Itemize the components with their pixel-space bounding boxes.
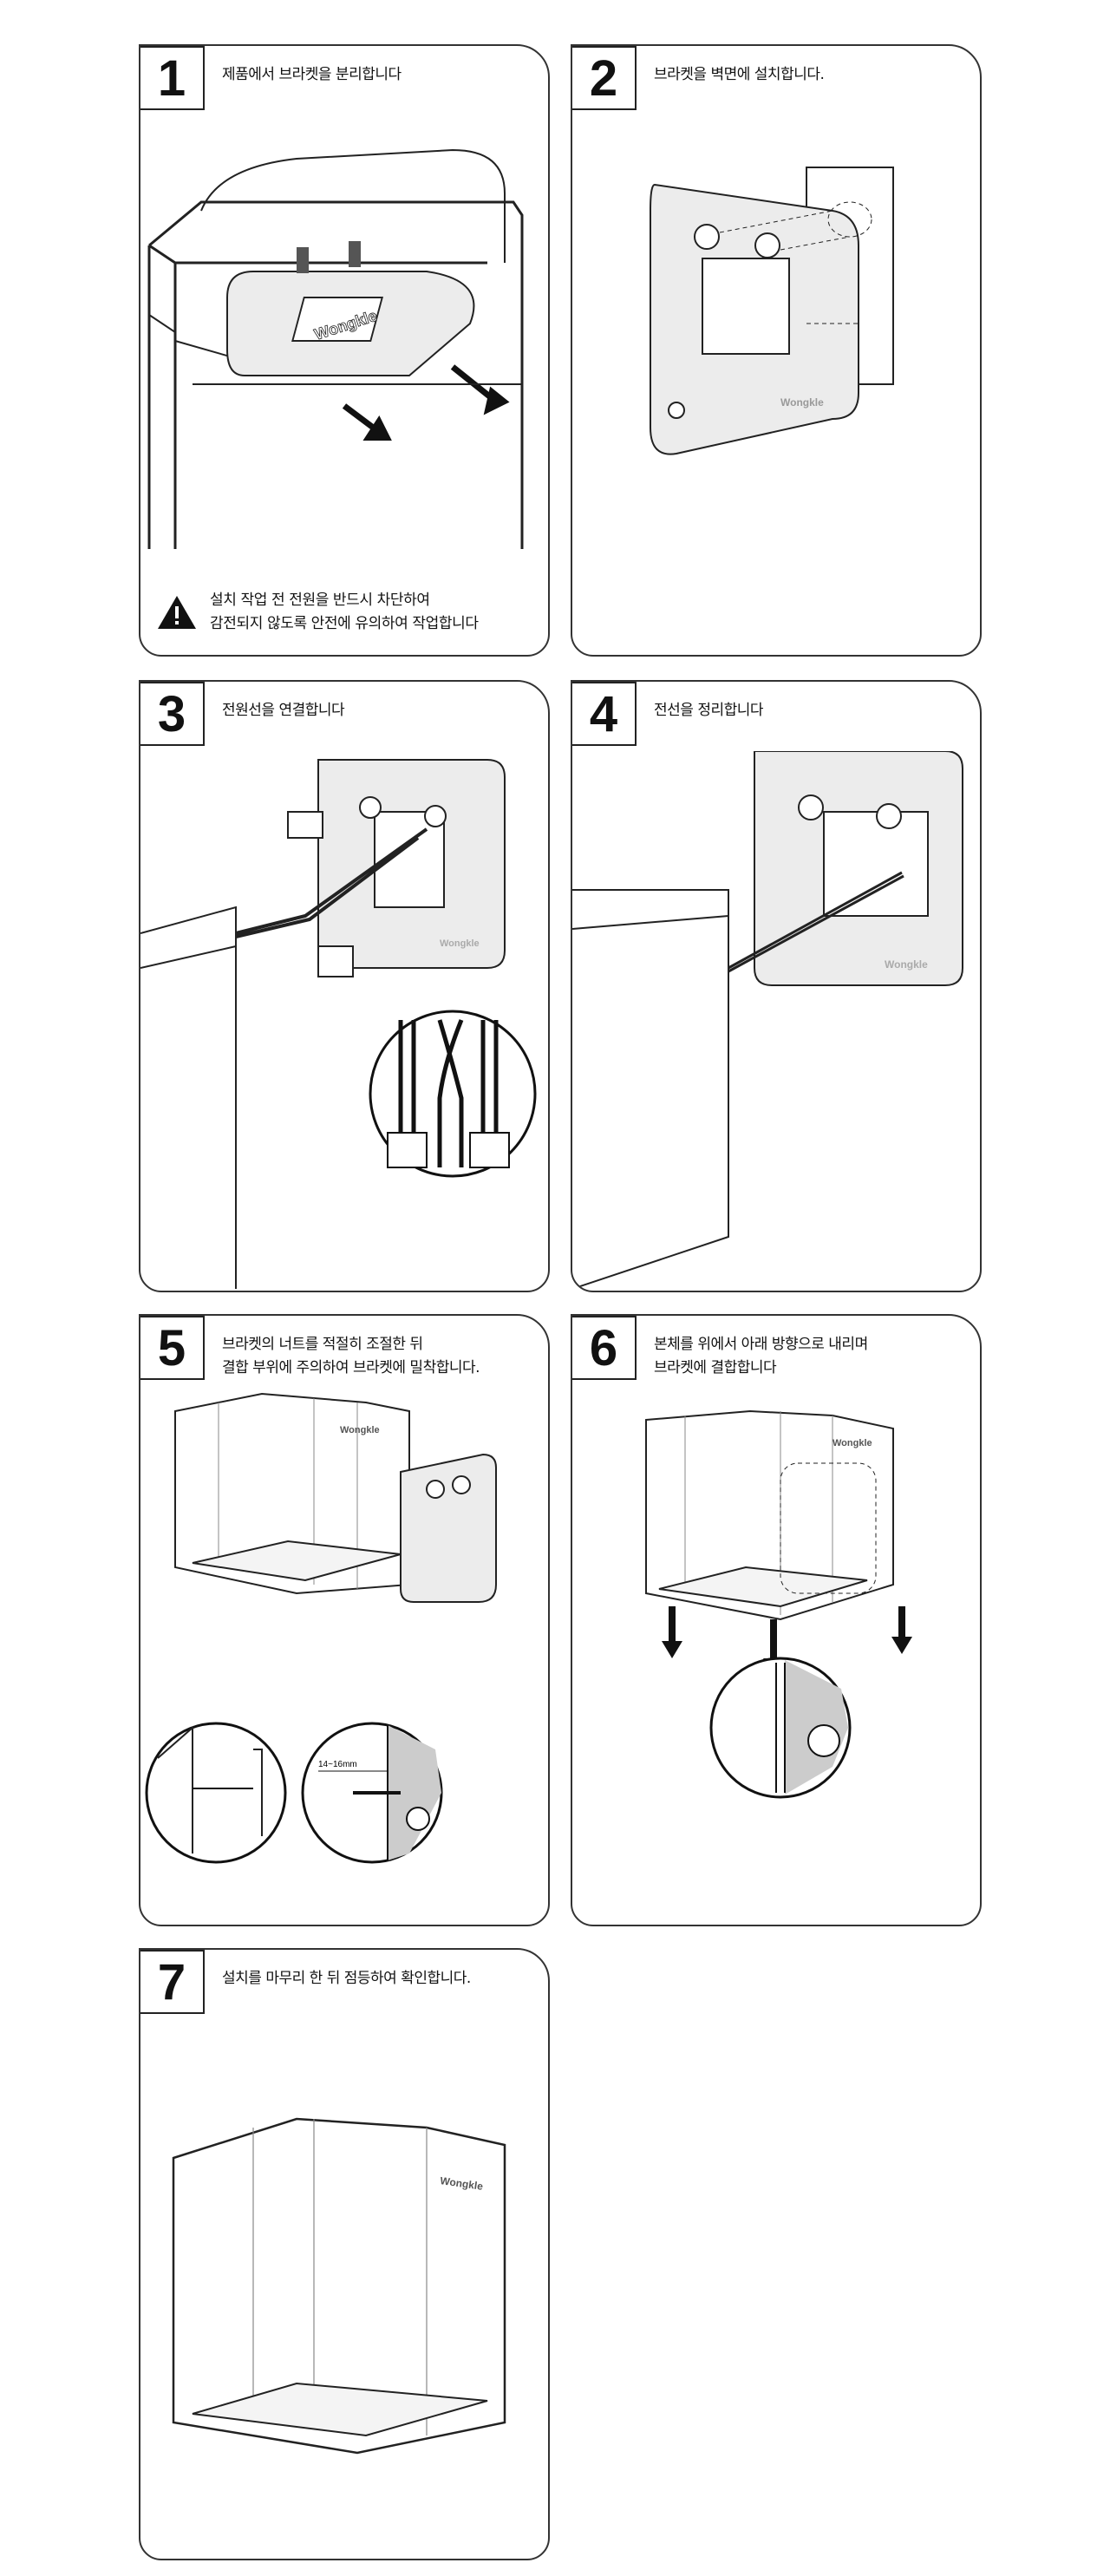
brand-logo: Wongkle xyxy=(885,958,928,971)
step-4-panel: 4 전선을 정리합니다 Wongkle xyxy=(571,680,982,1292)
step-number: 3 xyxy=(140,682,205,746)
step-title: 브라켓을 벽면에 설치합니다. xyxy=(654,66,825,83)
step-2-panel: 2 브라켓을 벽면에 설치합니다. Wongkle xyxy=(571,44,982,657)
step-title: 제품에서 브라켓을 분리합니다 xyxy=(222,66,402,83)
warning-line-2: 감전되지 않도록 안전에 유의하여 작업합니다 xyxy=(210,615,479,632)
brand-logo: Wongkle xyxy=(440,2174,485,2193)
warning-line-1: 설치 작업 전 전원을 반드시 차단하여 xyxy=(210,592,430,609)
step-number: 6 xyxy=(572,1316,637,1380)
bracket-removal-illustration: Wongkle xyxy=(147,148,524,549)
wall-mount-illustration: Wongkle xyxy=(650,167,894,455)
wire-arrangement-illustration: Wongkle xyxy=(572,751,963,1289)
brand-logo: Wongkle xyxy=(780,396,824,409)
step-title: 전원선을 연결합니다 xyxy=(222,702,345,719)
step-title: 브라켓의 너트를 적절히 조절한 뒤 결합 부위에 주의하여 브라켓에 밀착합니… xyxy=(222,1336,480,1376)
step-title: 전선을 정리합니다 xyxy=(654,702,764,719)
finished-installation-illustration: Wongkle xyxy=(172,2117,506,2455)
step-number: 7 xyxy=(140,1950,205,2014)
step-number: 1 xyxy=(140,46,205,110)
brand-logo: Wongkle xyxy=(440,938,480,949)
step-1-panel: 1 제품에서 브라켓을 분리합니다 Wongkle 설치 작업 전 전원을 반드… xyxy=(139,44,550,657)
power-wire-connection-illustration: Wongkle xyxy=(140,759,537,1289)
dimension-label: 14~16mm xyxy=(318,1760,357,1769)
step-title: 본체를 위에서 아래 방향으로 내리며 브라켓에 결합합니다 xyxy=(654,1336,868,1376)
step-title: 설치를 마무리 한 뒤 점등하여 확인합니다. xyxy=(222,1970,471,1987)
step-3-panel: 3 전원선을 연결합니다 Wongkle xyxy=(139,680,550,1292)
safety-warning: 설치 작업 전 전원을 반드시 차단하여 감전되지 않도록 안전에 유의하여 작… xyxy=(156,589,479,636)
warning-triangle-icon xyxy=(158,596,196,629)
step-number: 5 xyxy=(140,1316,205,1380)
attach-body-illustration: Wongkle 14~16mm xyxy=(145,1392,497,1864)
step-number: 4 xyxy=(572,682,637,746)
step-5-panel: 5 브라켓의 너트를 적절히 조절한 뒤 결합 부위에 주의하여 브라켓에 밀착… xyxy=(139,1314,550,1926)
step-7-panel: 7 설치를 마무리 한 뒤 점등하여 확인합니다. Wongkle xyxy=(139,1948,550,2560)
step-6-panel: 6 본체를 위에서 아래 방향으로 내리며 브라켓에 결합합니다 Wongkle xyxy=(571,1314,982,1926)
lower-body-onto-bracket-illustration: Wongkle xyxy=(645,1409,912,1799)
brand-logo: Wongkle xyxy=(340,1425,380,1435)
step-number: 2 xyxy=(572,46,637,110)
brand-logo: Wongkle xyxy=(832,1438,872,1448)
